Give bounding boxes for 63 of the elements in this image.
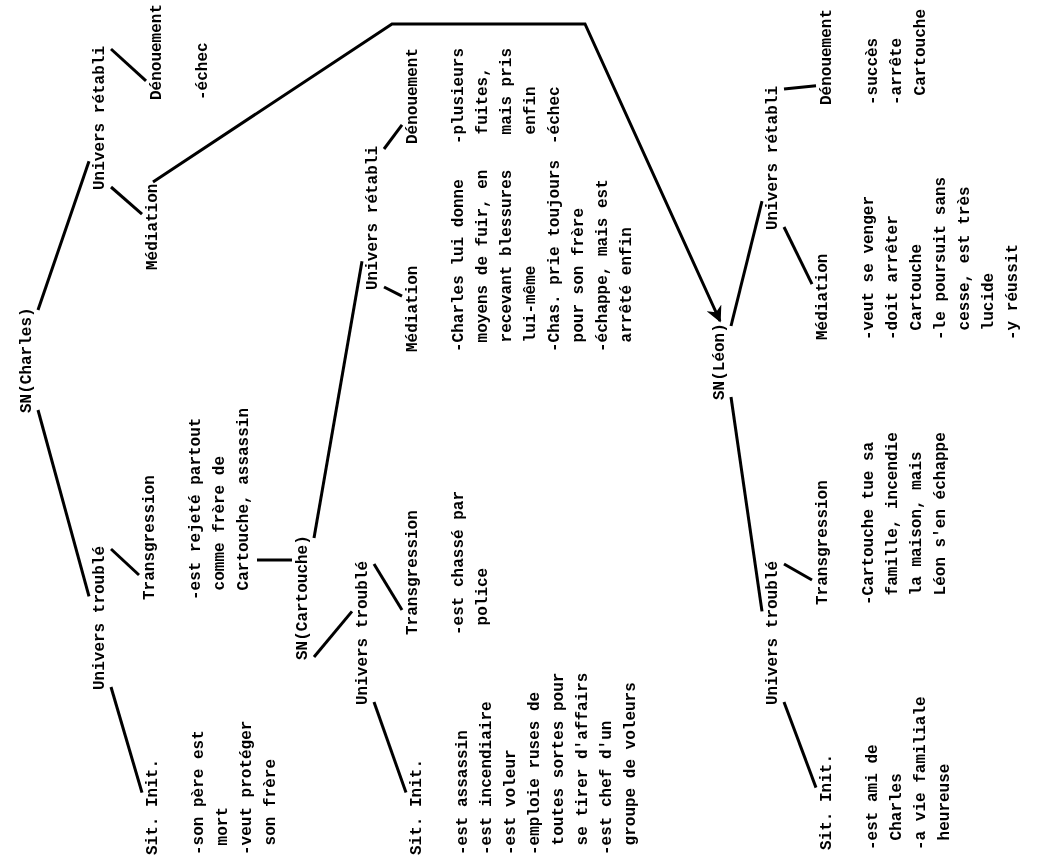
- connector-line: [372, 701, 408, 794]
- description-text: -le poursuit sans cesse, est très lucide: [931, 175, 999, 340]
- category-label: Dénouement: [147, 4, 167, 100]
- connector-line: [110, 47, 147, 82]
- connector-line: [782, 701, 818, 789]
- description-text: -est ami de Charles: [863, 743, 907, 850]
- connector-line: [312, 610, 354, 658]
- description-text: -échec: [545, 85, 565, 144]
- category-label: Transgression: [403, 510, 423, 635]
- description-text: -est incendiaire: [477, 700, 497, 855]
- connector-line: [382, 123, 404, 150]
- category-label: Transgression: [813, 480, 833, 605]
- description-text: -emploie ruses de toutes sortes pour se tirer d'affairs: [525, 672, 593, 855]
- category-label: Dénouement: [403, 48, 423, 144]
- category-label: Médiation: [813, 253, 833, 340]
- description-text: -doit arrêter Cartouche: [883, 214, 927, 340]
- connector-line: [36, 160, 91, 311]
- arrow: [152, 22, 722, 323]
- connector-line: [383, 285, 403, 298]
- category-label: Dénouement: [817, 9, 837, 105]
- connector-line: [110, 185, 143, 216]
- connector-line: [783, 84, 817, 91]
- category-label: Transgression: [140, 475, 160, 600]
- category-label: Médiation: [403, 265, 423, 352]
- category-label: Univers troublé: [90, 545, 110, 690]
- description-text: -veut se venger: [859, 194, 879, 340]
- connector-line: [729, 200, 764, 327]
- connector-line: [257, 558, 292, 562]
- description-text: -Charles lui donne moyens de fuir, en recevant blessures lui-même: [449, 168, 541, 352]
- description-text: -son père est mort: [189, 729, 233, 855]
- connector-line: [312, 260, 364, 539]
- connector-line: [36, 409, 91, 597]
- description-text: -a vie familiale heureuse: [911, 695, 955, 850]
- category-label: Médiation: [143, 183, 163, 270]
- category-label: SN(Cartouche): [293, 535, 313, 660]
- connector-line: [109, 547, 141, 577]
- connector-line: [372, 563, 404, 611]
- description-text: -succès: [863, 36, 883, 105]
- description-text: -arrête Cartouche: [887, 9, 931, 105]
- category-label: Univers rétabli: [90, 45, 110, 190]
- description-text: -est chassé par police: [449, 489, 493, 635]
- connector-line: [729, 396, 764, 612]
- connector-line: [783, 562, 813, 582]
- description-text: -est rejeté partout comme frère de Cartouche, assassin: [186, 407, 254, 600]
- description-text: -y réussit: [1003, 243, 1023, 340]
- description-text: -Cartouche tue sa famille, incendie la maison, mais Léon s'en échappe: [859, 432, 951, 605]
- category-label: Sit. Init.: [143, 759, 163, 855]
- category-label: Sit. Init.: [817, 754, 837, 850]
- category-label: Sit. Init.: [407, 759, 427, 855]
- category-label: Univers rétabli: [763, 85, 783, 230]
- category-label: Univers troublé: [353, 560, 373, 705]
- connector-line: [109, 686, 144, 794]
- category-label: Univers troublé: [763, 560, 783, 705]
- description-text: -est assassin: [453, 729, 473, 855]
- category-label: SN(Charles): [17, 307, 37, 413]
- category-label: Univers rétabli: [363, 145, 383, 290]
- description-text: -veut protéger son frère: [237, 720, 281, 855]
- connector-line: [782, 226, 814, 285]
- description-text: -est voleur: [501, 748, 521, 855]
- description-text: -plusieurs fuites, mais pris enfin: [449, 48, 541, 144]
- description-text: -échec: [193, 41, 213, 100]
- category-label: SN(Léon): [710, 323, 730, 400]
- description-text: -est chef d'un groupe de voleurs: [597, 681, 641, 855]
